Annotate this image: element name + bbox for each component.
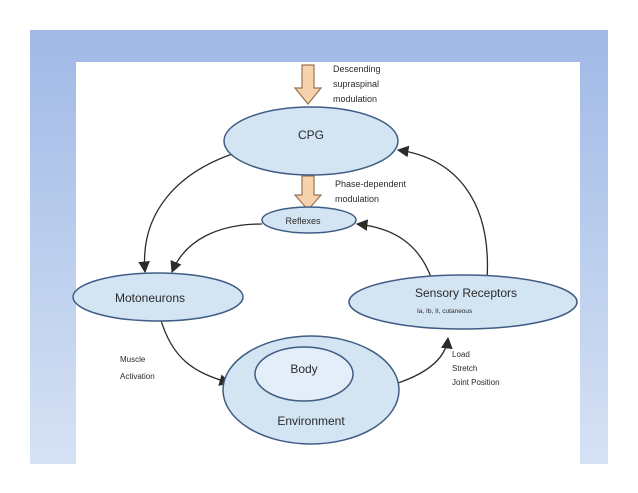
cpg-node: CPG	[223, 106, 399, 176]
sensory-receptors-label: Sensory Receptors	[415, 286, 517, 300]
reflexes-node: Reflexes	[261, 206, 357, 234]
arrow-motoneurons-to-body	[159, 316, 232, 386]
arrow-reflexes-to-motoneurons	[170, 223, 263, 274]
motoneurons-label: Motoneurons	[115, 291, 185, 305]
body-node: Body	[254, 346, 354, 402]
phase-block-arrow	[293, 175, 323, 211]
phase-dependent-modulation-label: Phase-dependent modulation	[335, 179, 409, 204]
sensory-receptors-node: Sensory Receptors Ia, Ib, II, cutaneous	[348, 274, 578, 330]
arrow-sensory-to-reflexes	[355, 219, 433, 281]
sensory-receptors-sublabel: Ia, Ib, II, cutaneous	[417, 308, 473, 315]
arrow-sensory-to-cpg	[396, 145, 489, 281]
environment-label: Environment	[277, 414, 345, 428]
reflexes-label: Reflexes	[285, 216, 321, 226]
muscle-activation-label: Muscle Activation	[120, 355, 155, 381]
descending-modulation-label: Descending supraspinal modulation	[333, 64, 383, 104]
cpg-label: CPG	[298, 128, 324, 142]
motoneurons-node: Motoneurons	[72, 272, 244, 322]
load-stretch-joint-label: Load Stretch Joint Position	[452, 350, 500, 387]
arrow-cpg-to-motoneurons	[138, 149, 246, 274]
arrow-environment-to-sensory	[397, 336, 453, 384]
body-label: Body	[290, 362, 317, 376]
descending-block-arrow	[293, 64, 323, 105]
